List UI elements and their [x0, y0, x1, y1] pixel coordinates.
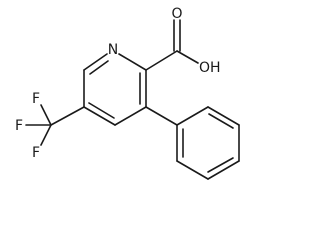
bond-ph2-ph3: [207, 106, 240, 126]
bond-ph4-ph5: [207, 160, 240, 180]
bond-c6-n1-inner: [89, 60, 109, 75]
bond-c4-c5-inner: [88, 102, 115, 119]
bond-ph2-ph3-inner: [208, 113, 234, 129]
pyridine-ring: [83, 53, 147, 126]
bond-ph1-ph2: [176, 106, 209, 126]
bond-c2-cooh: [145, 50, 178, 71]
carboxylic-acid-group: [145, 19, 199, 71]
hydroxyl-label: OH: [199, 60, 221, 76]
bond-ph4-ph5-inner: [207, 157, 234, 173]
fluorine-left-label: F: [15, 118, 23, 134]
bond-c4-c5: [83, 106, 116, 126]
bond-c5-cf3: [50, 106, 85, 126]
fluorine-bottom-label: F: [32, 145, 40, 161]
carbonyl-oxygen-label: O: [171, 6, 182, 22]
bond-c3-phenyl: [145, 106, 178, 126]
trifluoromethyl-group: [25, 104, 85, 146]
bond-cf3-f-top: [40, 104, 52, 126]
phenyl-ring: [145, 106, 240, 180]
fluorine-top-label: F: [32, 91, 40, 107]
bond-c-oh: [176, 50, 199, 64]
bond-c3-c4: [114, 106, 147, 126]
bond-c6-n1: [83, 53, 108, 71]
bond-ph5-ph6: [176, 160, 209, 180]
bond-n1-c2: [118, 53, 147, 71]
bond-cf3-f-bottom: [40, 124, 52, 146]
chemical-structure: N O OH F F F: [15, 6, 240, 180]
nitrogen-label: N: [108, 42, 118, 58]
